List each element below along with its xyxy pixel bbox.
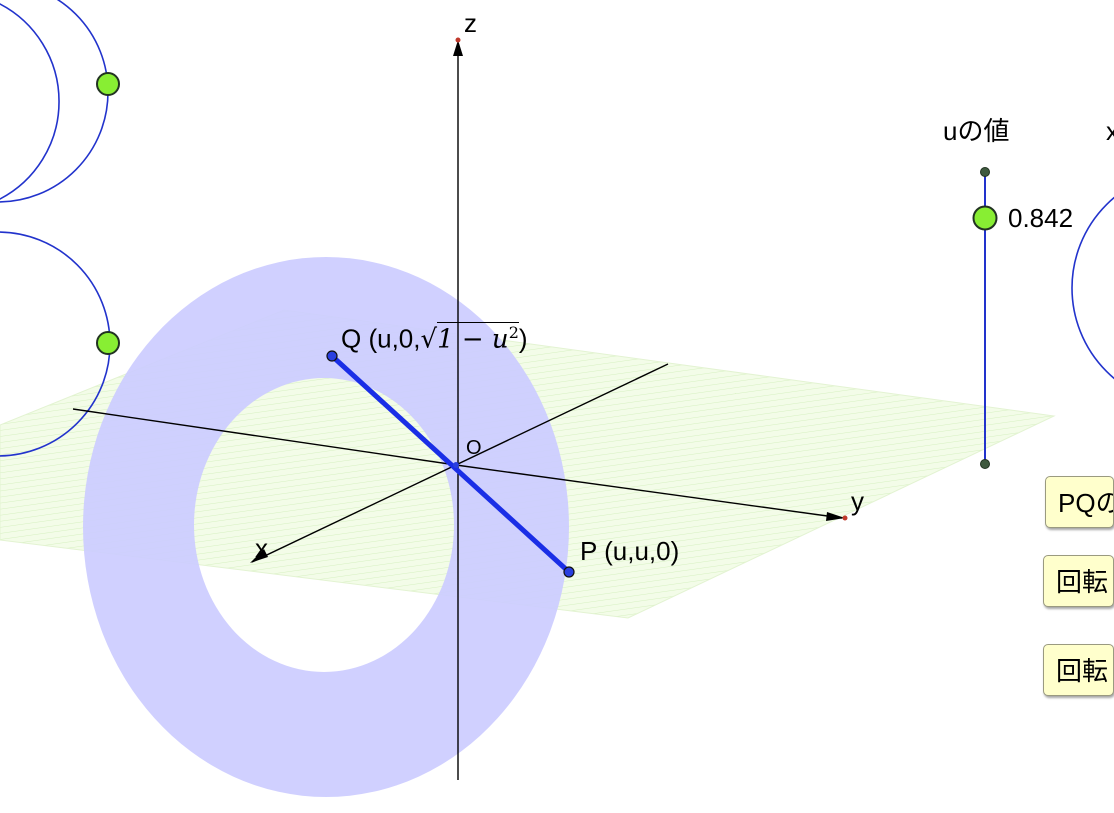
sqrt-sign: √ [420, 324, 438, 355]
y-axis-label: y [851, 486, 864, 516]
u-slider-value: 0.842 [1008, 203, 1074, 233]
pq-button[interactable]: PQの [1045, 476, 1114, 528]
origin-point [453, 462, 459, 468]
y-axis [455, 464, 843, 519]
point-p-name: P [580, 536, 597, 566]
u-slider-end-top [980, 167, 990, 177]
point-q-name: Q [341, 323, 362, 354]
z-axis-arrow [453, 40, 463, 56]
u-slider-title: uの値 [943, 116, 1010, 146]
y-axis-end-dot [842, 515, 848, 521]
segment-pq[interactable] [329, 353, 572, 575]
z-axis-label: z [464, 8, 477, 38]
point-p-coord: (u,u,0) [604, 536, 680, 566]
point-q-coord-prefix: (u,0, [368, 323, 421, 354]
y-axis-arrow [826, 512, 845, 521]
x-slider-title-partial: x [1106, 116, 1114, 146]
rotate-button-2[interactable]: 回転 [1043, 644, 1114, 696]
point-q-label: Q (u,0,√1 − u2) [341, 322, 528, 353]
right-slider-circle [1071, 196, 1114, 380]
point-q-radicand: 1 − u [437, 324, 509, 355]
point-q[interactable] [326, 350, 338, 362]
left-slider-knob-bottom[interactable] [96, 331, 120, 355]
left-slider-circle-top [0, 3, 60, 200]
point-p[interactable] [563, 566, 575, 578]
x-axis-negative [72, 408, 457, 466]
rotate-button-1[interactable]: 回転 [1043, 555, 1114, 607]
x-axis [251, 363, 669, 563]
origin-label: O [466, 437, 482, 459]
u-slider-end-bottom [980, 459, 990, 469]
point-q-exponent: 2 [508, 323, 519, 342]
point-p-label: P (u,u,0) [580, 538, 679, 564]
u-slider-knob[interactable] [972, 205, 998, 231]
left-slider-circle-a [0, 0, 109, 203]
z-axis-end-dot [455, 37, 461, 43]
x-axis-label: x [255, 533, 268, 563]
x-axis-arrow [250, 549, 268, 563]
point-q-coord-suffix: ) [518, 323, 528, 354]
revolution-annulus [83, 257, 569, 797]
left-slider-knob-top[interactable] [96, 72, 120, 96]
